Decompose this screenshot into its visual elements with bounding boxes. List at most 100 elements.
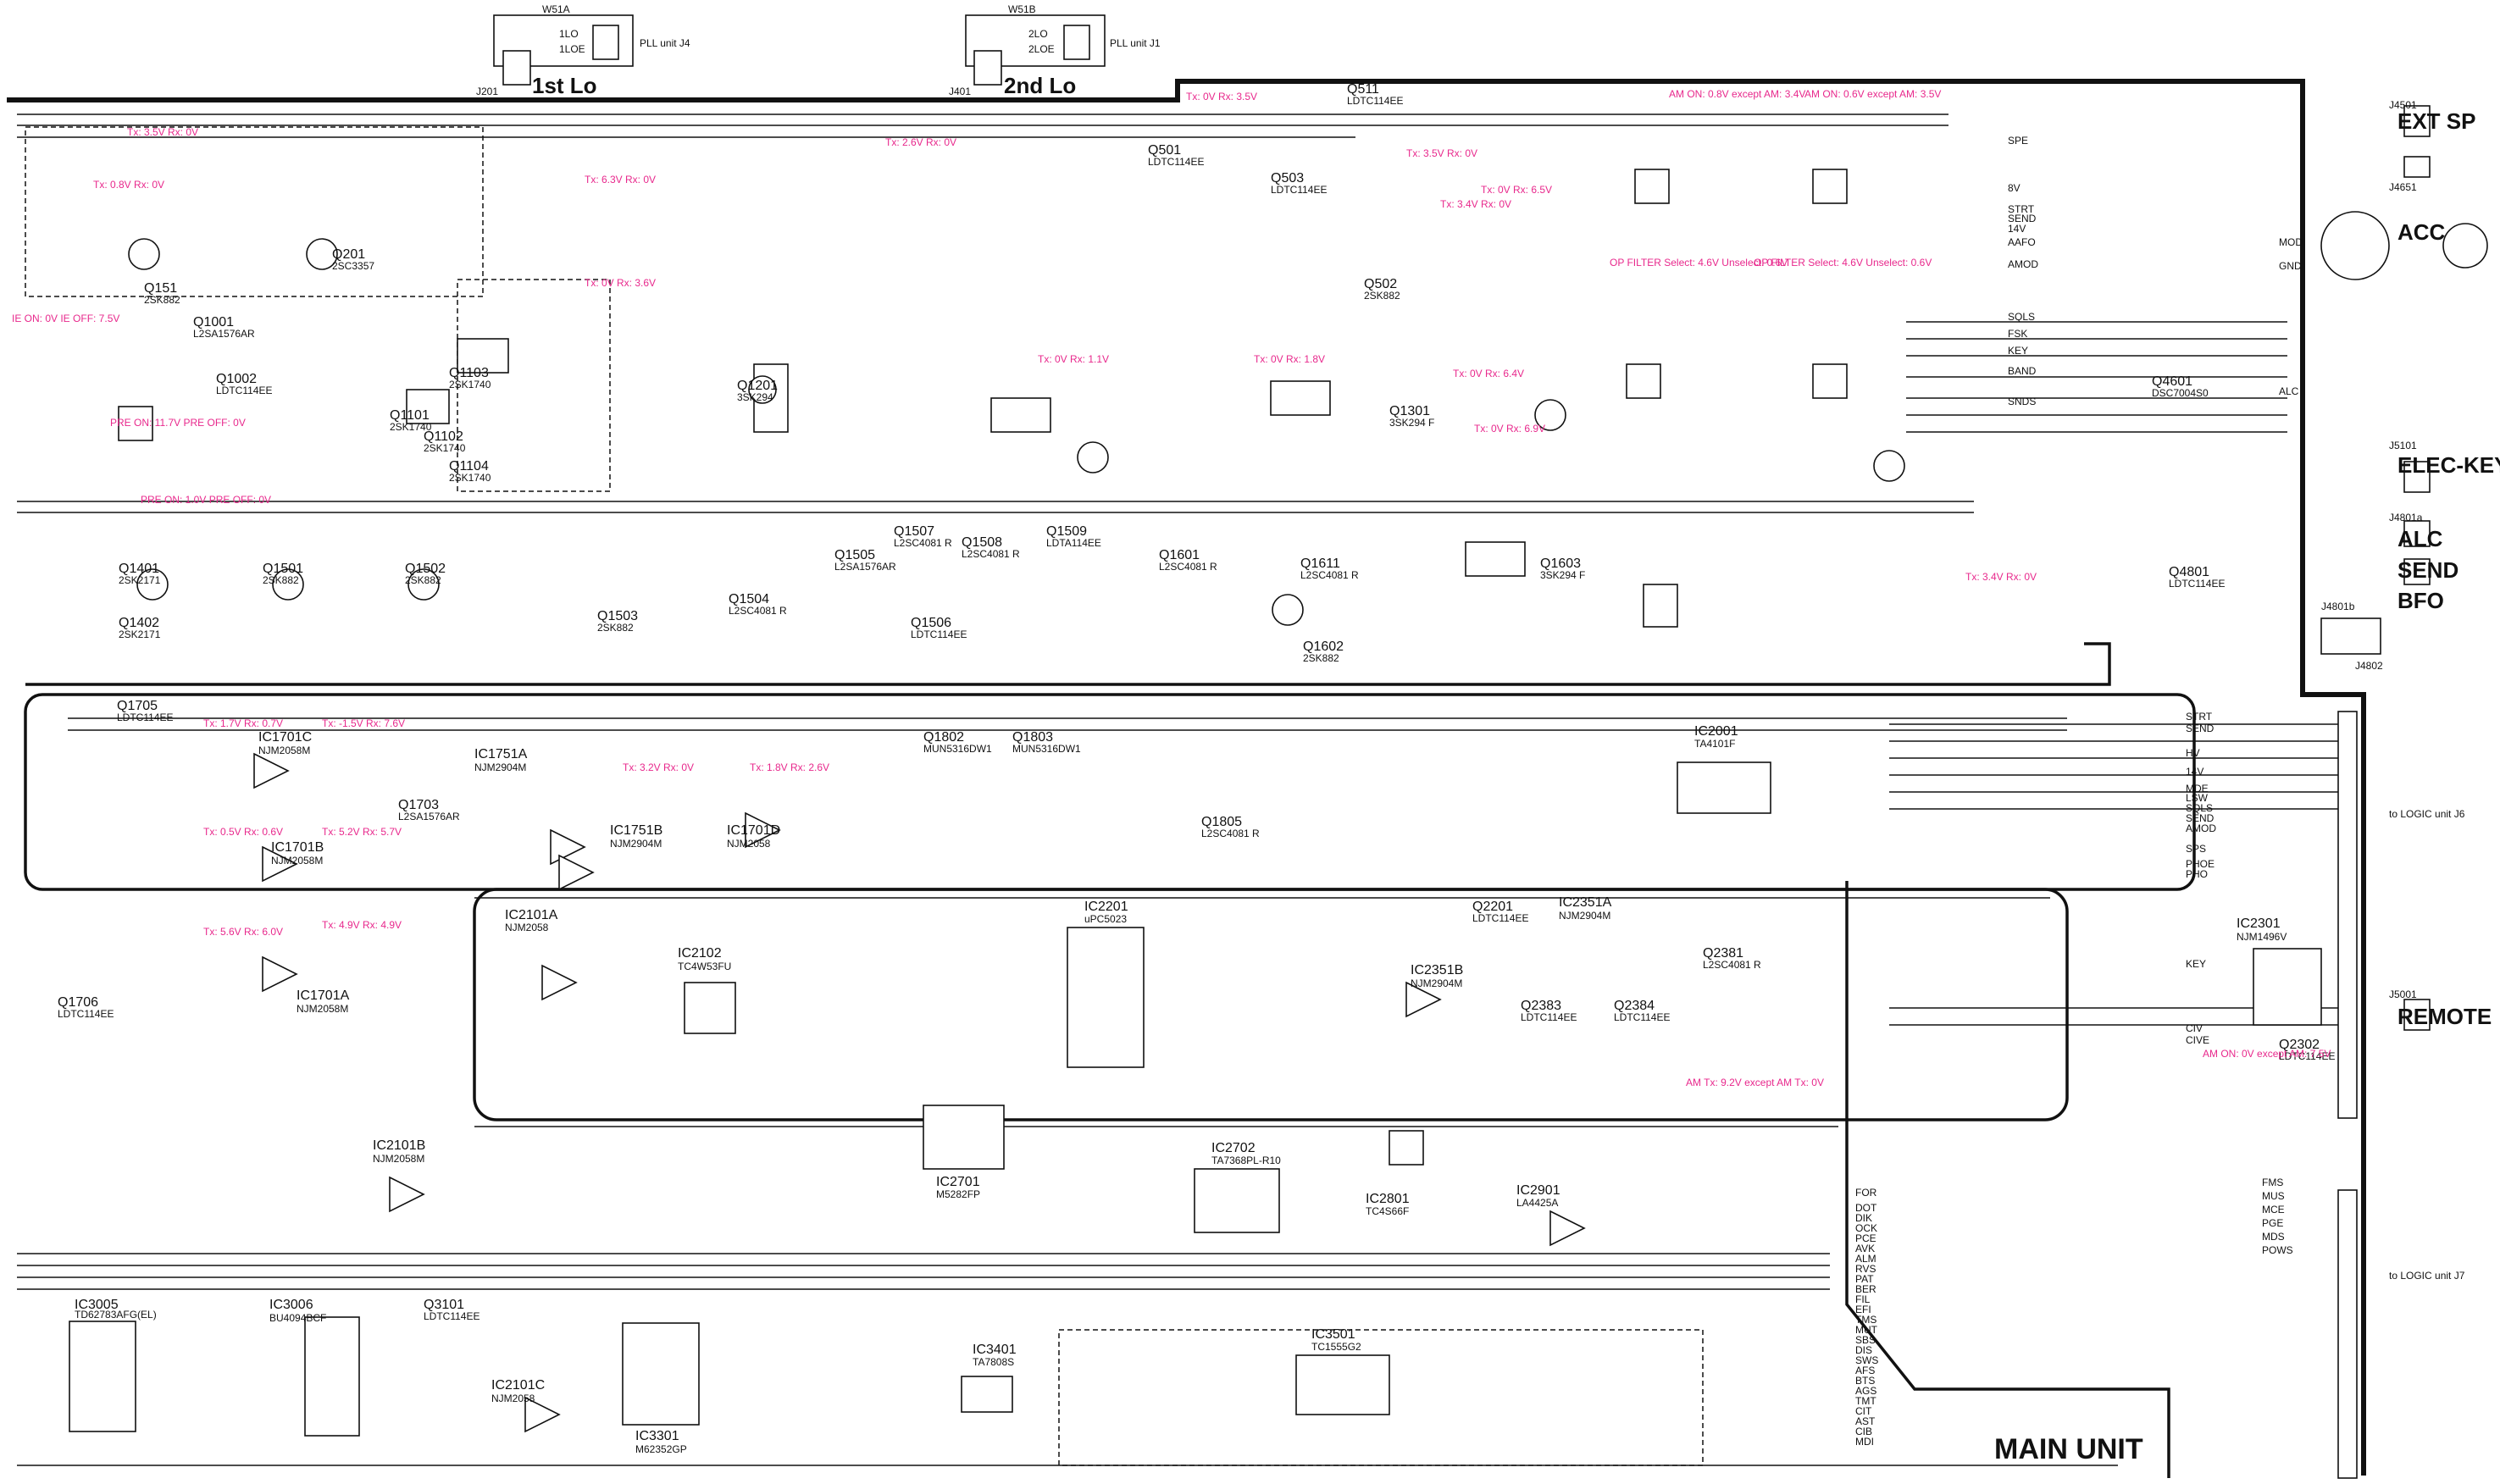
q1805-name: Q1805 <box>1201 815 1242 829</box>
ic2351b-part: NJM2904M <box>1411 977 1462 989</box>
j6-sig-6: SQLS <box>2186 802 2213 814</box>
second-lo-pin-1: 2LO <box>1028 28 1048 40</box>
acc-signal-list: SPE 8V STRT SEND 14V AAFO AMOD SQLS FSK … <box>2008 135 2303 407</box>
q1402-part: 2SK2171 <box>119 628 161 640</box>
logic-j6-signal-list: STRT SEND HV 14V MDE LSW SQLS SEND AMOD … <box>2186 711 2216 1046</box>
q511-part: LDTC114EE <box>1347 95 1403 107</box>
acc-sig-7: SQLS <box>2008 311 2035 323</box>
ic3005-name: IC3005 <box>75 1298 119 1312</box>
q2302-name: Q2302 <box>2279 1038 2320 1052</box>
note-11: PRE ON: 11.7V PRE OFF: 0V <box>110 417 246 429</box>
q1504-part: L2SC4081 R <box>729 605 787 617</box>
j6-sig-7: SEND <box>2186 812 2215 824</box>
ic1701b-label: IC1701B NJM2058M <box>271 840 324 867</box>
j7-sig-12: TMS <box>1855 1314 1876 1326</box>
ic2701-part: M5282FP <box>936 1188 980 1200</box>
acc-id: J4651 <box>2389 181 2417 193</box>
q3101-name: Q3101 <box>424 1298 464 1312</box>
second-lo-label: 2nd Lo <box>1004 73 1076 98</box>
ic2001-part: TA4101F <box>1694 738 1735 750</box>
q1401-name: Q1401 <box>119 562 159 576</box>
q3101-part: LDTC114EE <box>424 1310 479 1322</box>
ic3401-block: IC3401 TA7808S <box>961 1343 1017 1413</box>
note-26: Tx: 3.2V Rx: 0V <box>623 761 694 773</box>
q1705-name: Q1705 <box>117 699 158 713</box>
q1705-part: LDTC114EE <box>117 712 173 723</box>
note-8: OP FILTER Select: 4.6V Unselect: 0.6V <box>1610 257 1788 269</box>
q2384-name: Q2384 <box>1614 999 1655 1013</box>
transistor-labels: Q151 2SK882 Q201 2SC3357 Q1001 L2SA1576A… <box>58 82 2335 1322</box>
j7-sig-2: DIK <box>1855 1212 1872 1224</box>
j7-sig-21: CIT <box>1855 1405 1872 1417</box>
q1102-part: 2SK1740 <box>424 442 466 454</box>
acc-sig-4: 14V <box>2008 223 2026 235</box>
j7-sig-14: SBS <box>1855 1334 1876 1346</box>
right-connectors: EXT SP J4501 ACC J4651 ELEC-KEY J5101 AL… <box>2320 99 2500 1479</box>
ic3006-part: BU4094BCF <box>269 1312 326 1324</box>
acc-sig-11: SNDS <box>2008 396 2036 407</box>
ic2101c-part: NJM2058 <box>491 1393 535 1404</box>
q1802-name: Q1802 <box>923 730 964 745</box>
ic2701-name: IC2701 <box>936 1175 980 1189</box>
q2302-part: LDTC114EE <box>2279 1050 2335 1062</box>
ic1701d-name: IC1701D <box>727 823 780 838</box>
q1201-part: 3SK294 <box>737 391 773 403</box>
elec-key-id: J5101 <box>2389 440 2417 451</box>
ic1701c-name: IC1701C <box>258 730 312 745</box>
q503-part: LDTC114EE <box>1271 184 1327 196</box>
q201-part: 2SC3357 <box>332 260 374 272</box>
ic1701b-part: NJM2058M <box>271 855 323 867</box>
alc-label: ALC <box>2397 526 2443 551</box>
note-31: Tx: 3.5V Rx: 0V <box>1406 147 1477 159</box>
acc-label: ACC <box>2397 219 2446 245</box>
q4801-part: LDTC114EE <box>2169 578 2225 590</box>
ic3501-name: IC3501 <box>1311 1327 1355 1342</box>
ext-sp-id: J4501 <box>2389 99 2417 111</box>
ic2301-name: IC2301 <box>2237 916 2281 931</box>
j6-sig-5: LSW <box>2186 792 2209 804</box>
j7-sig-15: DIS <box>1855 1344 1872 1356</box>
j7-sig-3: OCK <box>1855 1222 1877 1234</box>
ic2801-name: IC2801 <box>1366 1192 1410 1206</box>
note-24: Tx: 4.9V Rx: 4.9V <box>322 919 402 931</box>
ic2901-part: LA4425A <box>1516 1197 1558 1209</box>
q1501-name: Q1501 <box>263 562 303 576</box>
q1706-part: LDTC114EE <box>58 1008 114 1020</box>
q1002-name: Q1002 <box>216 372 257 386</box>
q1101-name: Q1101 <box>390 408 430 423</box>
j7-sig-10: FIL <box>1855 1293 1871 1305</box>
ic2101b-part: NJM2058M <box>373 1153 424 1165</box>
ic1751b-part: NJM2904M <box>610 838 662 850</box>
ic1701c-part: NJM2058M <box>258 745 310 756</box>
note-20: Tx: 1.7V Rx: 0.7V <box>203 717 283 729</box>
note-3: Tx: 6.3V Rx: 0V <box>585 174 656 186</box>
remote-label: REMOTE <box>2397 1004 2492 1029</box>
j7-sig-9: BER <box>1855 1283 1876 1295</box>
q1505-part: L2SA1576AR <box>834 561 896 573</box>
ic1701a-label: IC1701A NJM2058M <box>297 988 350 1015</box>
q1503-name: Q1503 <box>597 609 638 623</box>
j6-sig-12: KEY <box>2186 958 2206 970</box>
q2201-part: LDTC114EE <box>1472 912 1528 924</box>
j7-sig-19: AGS <box>1855 1385 1876 1397</box>
q1301-part: 3SK294 F <box>1389 417 1434 429</box>
ic3301-block: IC3301 M62352GP <box>622 1322 700 1455</box>
bfo-label: BFO <box>2397 588 2444 613</box>
ic2201-name: IC2201 <box>1084 900 1128 914</box>
acc-sig-12: ALC <box>2279 385 2299 397</box>
ic2201-part: uPC5023 <box>1084 913 1127 925</box>
q1401-part: 2SK2171 <box>119 574 161 586</box>
second-lo-connector: W51B PLL unit J1 2LO 2LOE J401 2nd Lo <box>949 3 1161 98</box>
ic1751b-name: IC1751B <box>610 823 662 838</box>
q1101-part: 2SK1740 <box>390 421 432 433</box>
j7-sig-4: PCE <box>1855 1232 1876 1244</box>
q4601-name: Q4601 <box>2152 374 2192 389</box>
q2381-part: L2SC4081 R <box>1703 959 1761 971</box>
q1504-name: Q1504 <box>729 592 769 606</box>
j7-sig-20: TMT <box>1855 1395 1876 1407</box>
ic2102-name: IC2102 <box>678 946 722 961</box>
first-lo-connector: W51A PLL unit J4 1LO 1LOE J201 1st Lo <box>476 3 690 98</box>
ext-sp-label: EXT SP <box>2397 108 2475 134</box>
j6-sig-11: PHO <box>2186 868 2208 880</box>
elec-key-label: ELEC-KEY <box>2397 452 2500 478</box>
